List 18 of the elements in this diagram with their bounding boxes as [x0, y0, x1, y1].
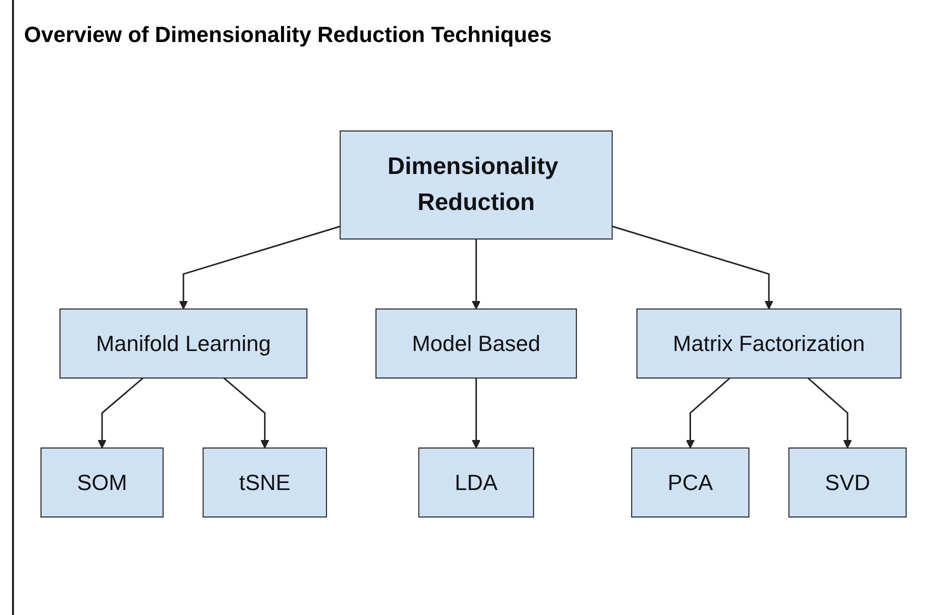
node-box: Dimensionality Reduction — [340, 130, 614, 240]
arrow — [472, 378, 481, 448]
arrow — [472, 239, 481, 310]
node-box: SVD — [788, 448, 908, 518]
arrow — [612, 226, 774, 310]
arrow — [98, 377, 144, 448]
arrow — [808, 377, 852, 448]
diagram-title: Overview of Dimensionality Reduction Techniques — [24, 22, 552, 48]
node-box: SOM — [40, 448, 164, 518]
arrow — [686, 377, 731, 448]
node-box: PCA — [632, 448, 750, 518]
node-box: LDA — [418, 448, 534, 518]
node-box: Matrix Factorization — [636, 308, 902, 378]
node-box: tSNE — [203, 448, 328, 518]
node-box: Model Based — [376, 308, 578, 378]
node-box: Manifold Learning — [60, 308, 308, 378]
arrow — [224, 377, 270, 448]
arrow — [179, 226, 341, 310]
